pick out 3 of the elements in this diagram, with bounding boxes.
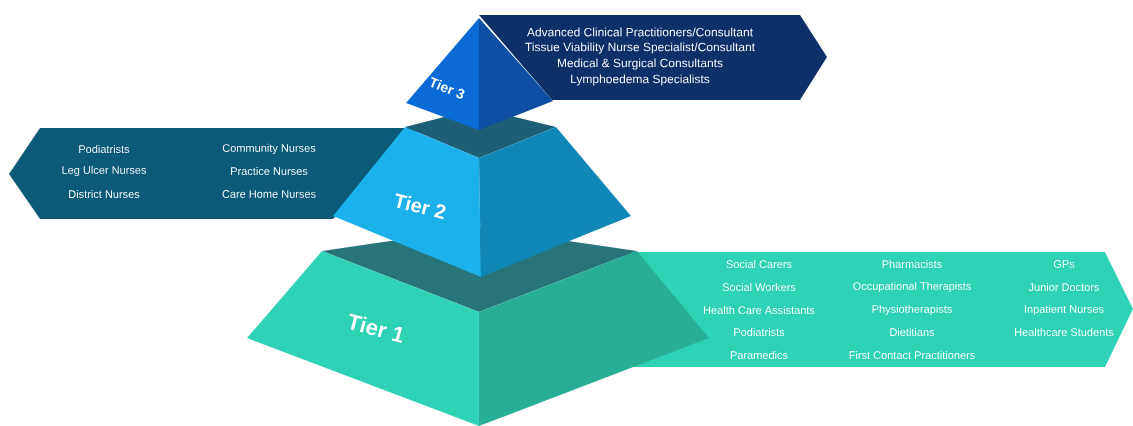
pyramid-tier: Tier 2 xyxy=(333,108,631,277)
node-label: Tier 3 xyxy=(430,76,465,99)
node-label: Tier 1 xyxy=(349,313,403,343)
